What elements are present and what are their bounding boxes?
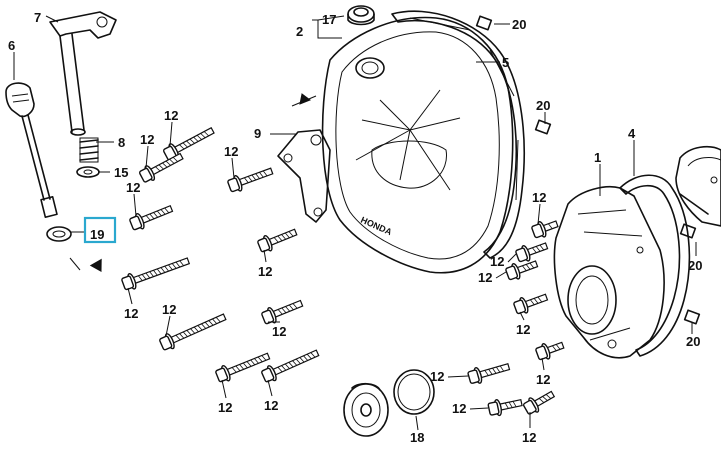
callout-18: 18 xyxy=(410,430,424,445)
bolt-leader xyxy=(169,121,173,147)
gasket-5[interactable] xyxy=(391,10,525,259)
callout-12: 12 xyxy=(264,398,278,413)
callout-2: 2 xyxy=(296,24,303,39)
callout-12: 12 xyxy=(478,270,492,285)
bolt-12[interactable] xyxy=(227,163,275,193)
callout-15: 15 xyxy=(114,165,128,180)
bolt-12[interactable] xyxy=(531,216,560,240)
bolt-12[interactable] xyxy=(487,395,523,418)
callout-20c: 20 xyxy=(688,258,702,273)
callout-12: 12 xyxy=(126,180,140,195)
washer-19[interactable] xyxy=(46,226,72,242)
bolt-12[interactable] xyxy=(467,359,511,386)
bolt-leader xyxy=(495,271,507,279)
bolt-leader xyxy=(133,193,137,217)
bolt-leader xyxy=(447,375,469,378)
gasket-4[interactable] xyxy=(619,174,691,357)
callout-5: 5 xyxy=(502,55,509,70)
bolt-12[interactable] xyxy=(121,253,191,292)
inner-cover[interactable] xyxy=(553,186,665,359)
callout-4: 4 xyxy=(628,126,636,141)
callout-12: 12 xyxy=(124,306,138,321)
bolt-12[interactable] xyxy=(522,387,557,416)
bolt-leader xyxy=(165,315,171,337)
callout-12: 12 xyxy=(430,369,444,384)
callout-12: 12 xyxy=(140,132,154,147)
pulley-18[interactable] xyxy=(343,382,389,437)
spring-8[interactable] xyxy=(79,137,99,163)
leader-lines xyxy=(13,15,697,431)
callout-20a: 20 xyxy=(512,17,526,32)
callout-12: 12 xyxy=(218,400,232,415)
callout-20d: 20 xyxy=(686,334,700,349)
shift-spindle[interactable] xyxy=(49,11,117,136)
highlight-19 xyxy=(83,216,117,244)
bolt-leader xyxy=(469,407,489,410)
svg-text:HONDA: HONDA xyxy=(359,215,394,238)
callout-12: 12 xyxy=(536,372,550,387)
callouts: 7 6 8 15 19 17 2 20 5 9 20 4 1 20 20 18 xyxy=(8,10,702,445)
oil-dipstick[interactable] xyxy=(5,82,58,218)
callout-1: 1 xyxy=(594,150,601,165)
callout-6: 6 xyxy=(8,38,15,53)
callout-12: 12 xyxy=(490,254,504,269)
bolt-12[interactable] xyxy=(260,346,320,385)
clutch-cover[interactable]: HONDA xyxy=(321,16,514,274)
callout-12: 12 xyxy=(224,144,238,159)
bolt-leader xyxy=(263,249,267,263)
bolt-leader xyxy=(507,253,517,263)
callout-9: 9 xyxy=(254,126,261,141)
bolt-12[interactable] xyxy=(215,349,272,384)
bolt-leader xyxy=(221,379,227,399)
bolt-leader xyxy=(127,287,133,305)
bolt-12[interactable] xyxy=(515,238,550,264)
bolt-12[interactable] xyxy=(505,256,540,282)
callout-12: 12 xyxy=(516,322,530,337)
bolt-leader xyxy=(267,379,273,397)
bolt-leader xyxy=(537,203,541,225)
bolt-12[interactable] xyxy=(257,225,299,254)
washer-15[interactable] xyxy=(76,166,100,178)
bolt-12[interactable] xyxy=(158,309,228,352)
callout-12: 12 xyxy=(522,430,536,445)
bolt-12[interactable] xyxy=(261,296,305,326)
o-ring-18[interactable] xyxy=(393,369,435,415)
dowel-pin-20-mid[interactable] xyxy=(534,119,552,135)
callout-12: 12 xyxy=(162,302,176,317)
callout-12: 12 xyxy=(532,190,546,205)
bolt-12[interactable] xyxy=(138,149,185,184)
gasket-fragment-right[interactable] xyxy=(675,145,721,227)
callout-7: 7 xyxy=(34,10,41,25)
callout-12: 12 xyxy=(272,324,286,339)
callout-8: 8 xyxy=(118,135,125,150)
bolt-leader xyxy=(145,145,149,169)
dowel-pin-20-top[interactable] xyxy=(475,15,493,31)
callout-20b: 20 xyxy=(536,98,550,113)
callout-19: 19 xyxy=(90,227,104,242)
bolt-leader xyxy=(541,357,545,371)
dowel-pin-20-right-top[interactable] xyxy=(679,223,697,239)
callout-17: 17 xyxy=(322,12,336,27)
seal-17[interactable] xyxy=(347,5,375,26)
bolt-leader xyxy=(519,311,525,321)
callout-12: 12 xyxy=(258,264,272,279)
dowel-pin-20-right-bottom[interactable] xyxy=(683,309,701,325)
bolt-12[interactable] xyxy=(129,201,175,232)
callout-12: 12 xyxy=(164,108,178,123)
bolt-leader xyxy=(231,157,235,179)
bolt-12[interactable] xyxy=(535,338,566,362)
callout-12: 12 xyxy=(452,401,466,416)
bolt-12[interactable] xyxy=(513,290,549,316)
stay-bracket[interactable] xyxy=(277,129,331,223)
